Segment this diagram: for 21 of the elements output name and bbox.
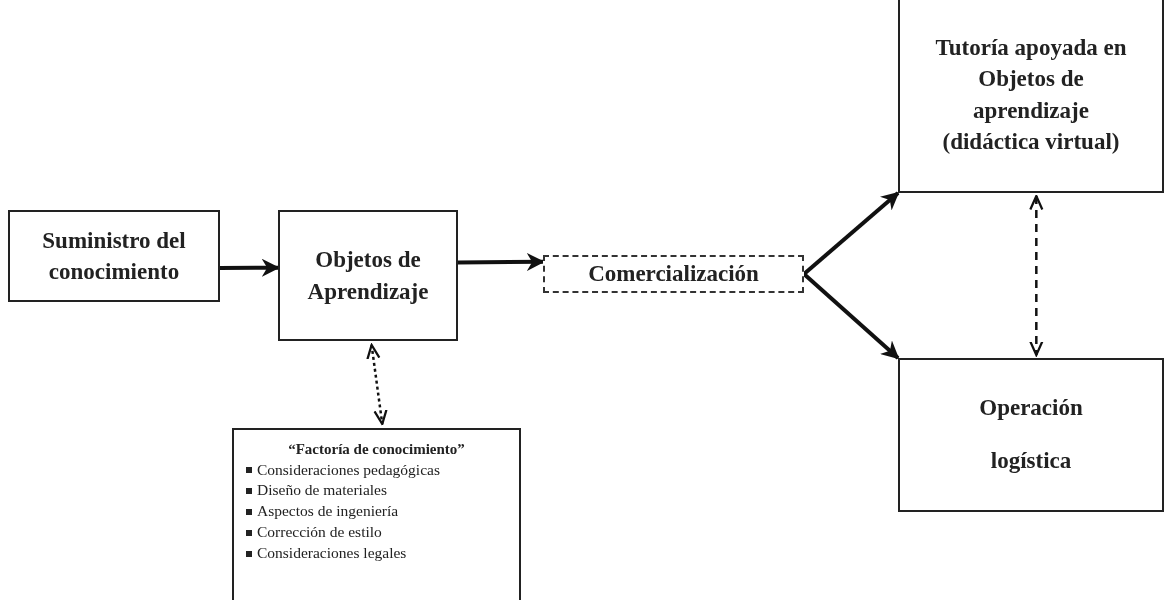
arrow [220, 258, 280, 277]
bullet-item: Corrección de estilo [257, 522, 382, 543]
box-label: Tutoría apoyada en Objetos de aprendizaje (didáctica virtual) [934, 34, 1128, 156]
box-heading: “Factoría de conocimiento” [288, 440, 465, 459]
box-label: Comercialización [588, 260, 759, 289]
bullet-item: Consideraciones pedagógicas [257, 459, 440, 480]
dashed-arrow [366, 343, 388, 426]
process-box [898, 0, 1164, 193]
bullet-item: Aspectos de ingeniería [257, 501, 399, 522]
bullet-item: Consideraciones legales [257, 543, 407, 564]
box-label: Suministro del conocimiento [41, 226, 187, 286]
box-label: Operación logística [978, 394, 1084, 475]
dashed-arrow [1029, 194, 1044, 357]
process-box [898, 358, 1164, 512]
arrow [458, 252, 545, 271]
box-label: Objetos de Aprendizaje [306, 246, 430, 306]
process-box [8, 210, 220, 302]
bullet-item: Diseño de materiales [257, 480, 387, 501]
process-box [278, 210, 458, 341]
dashed-process-box [543, 255, 804, 293]
process-box [232, 428, 521, 600]
